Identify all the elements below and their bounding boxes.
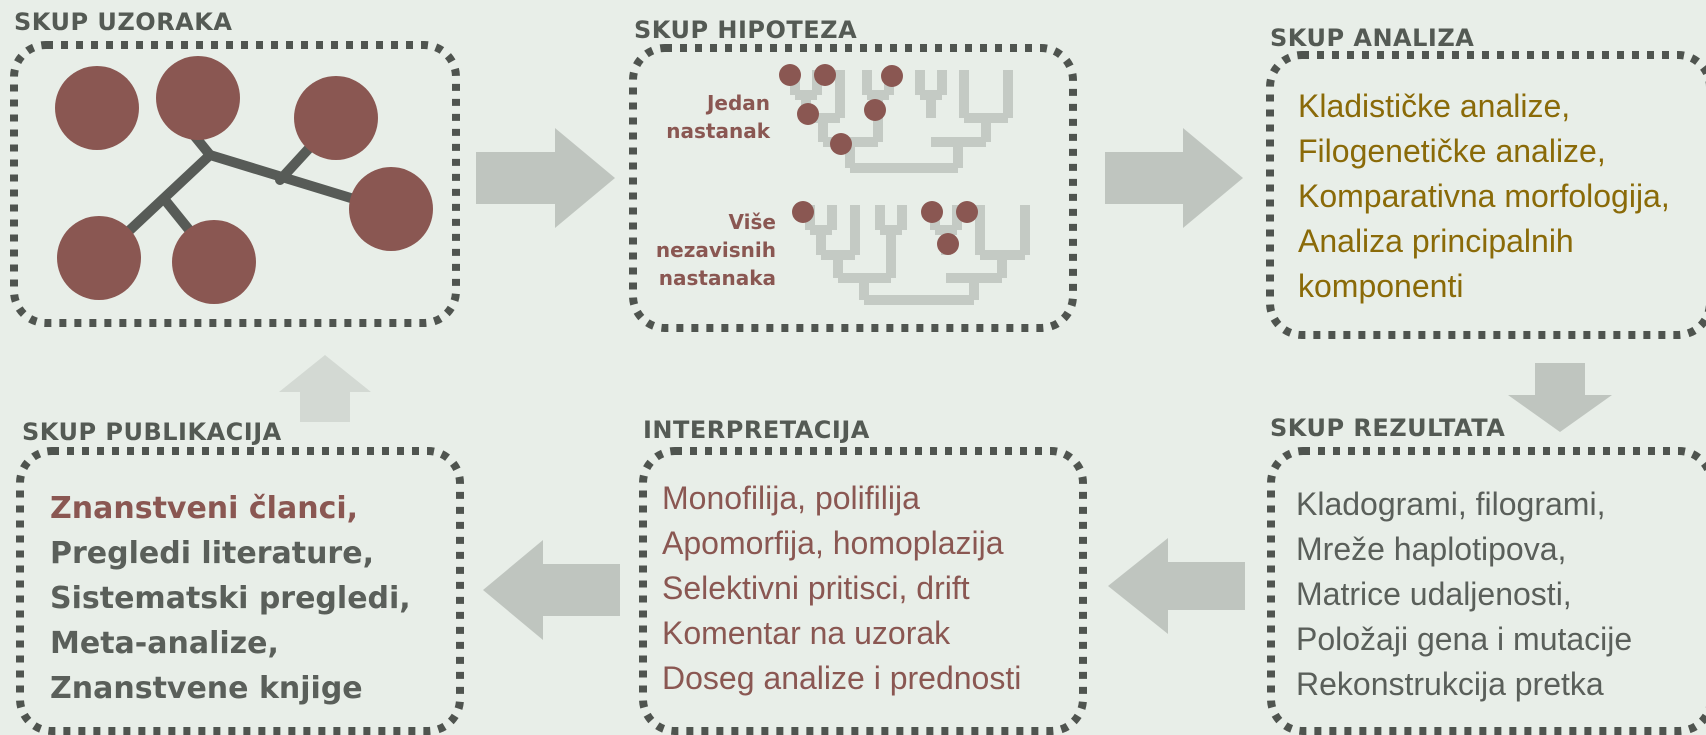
list-item: Apomorfija, homoplazija — [662, 525, 1004, 561]
list-item: Znanstvene knjige — [50, 671, 363, 706]
list-item: komponenti — [1298, 268, 1464, 304]
list-item: Monofilija, polifilija — [662, 480, 920, 516]
list-item: Kladističke analize, — [1298, 88, 1571, 124]
sample-node — [57, 216, 141, 300]
list-item: Meta-analize, — [50, 626, 279, 661]
publications-list: Znanstveni članci, Pregledi literature, … — [50, 486, 411, 711]
panel-title-publikacije: SKUP PUBLIKACIJA — [22, 418, 282, 446]
list-item: Mreže haplotipova, — [1296, 531, 1567, 567]
sample-node — [294, 76, 378, 160]
list-item: Analiza principalnih — [1298, 223, 1574, 259]
list-item: Pregledi literature, — [50, 536, 374, 571]
arrow-left-icon — [483, 540, 620, 640]
arrow-right-icon — [476, 128, 615, 228]
arrow-up-icon — [279, 355, 371, 422]
origin-node — [937, 233, 959, 255]
list-item: Filogenetičke analize, — [1298, 133, 1606, 169]
origin-node — [814, 64, 836, 86]
analysis-list: Kladističke analize, Filogenetičke anali… — [1298, 84, 1670, 309]
interpretation-list: Monofilija, polifilija Apomorfija, homop… — [662, 476, 1021, 701]
origin-node — [864, 99, 886, 121]
list-item: Komentar na uzorak — [662, 615, 951, 651]
origin-node — [956, 201, 978, 223]
tree-icon — [805, 205, 1030, 305]
list-item: Položaji gena i mutacije — [1296, 621, 1633, 657]
list-item: Kladogrami, filogrami, — [1296, 486, 1606, 522]
arrow-right-icon — [1105, 128, 1243, 228]
origin-node — [792, 201, 814, 223]
list-item: Doseg analize i prednosti — [662, 660, 1022, 696]
arrow-down-icon — [1508, 363, 1612, 432]
list-item: Sistematski pregledi, — [50, 581, 411, 616]
list-item: Komparativna morfologija, — [1298, 178, 1670, 214]
list-item: Znanstveni članci, — [50, 491, 359, 526]
list-item: Selektivni pritisci, drift — [662, 570, 970, 606]
results-list: Kladogrami, filogrami, Mreže haplotipova… — [1296, 482, 1632, 707]
hypothesis-label-single: Jedan nastanak — [666, 91, 770, 143]
hypothesis-label-multi: Više nezavisnih nastanaka — [655, 210, 776, 290]
panel-title-rezultati: SKUP REZULTATA — [1270, 414, 1506, 442]
list-item: Rekonstrukcija pretka — [1296, 666, 1604, 702]
panel-title-analize: SKUP ANALIZA — [1270, 24, 1475, 52]
sample-node — [349, 167, 433, 251]
list-item: Matrice udaljenosti, — [1296, 576, 1572, 612]
panel-title-interpretacija: INTERPRETACIJA — [643, 416, 870, 444]
origin-node — [881, 65, 903, 87]
panel-title-hipoteze: SKUP HIPOTEZA — [634, 16, 858, 44]
sample-node — [156, 56, 240, 140]
arrow-left-icon — [1108, 538, 1245, 634]
panel-title-uzorci: SKUP UZORAKA — [14, 8, 233, 36]
sample-node — [55, 66, 139, 150]
origin-node — [779, 64, 801, 86]
origin-node — [921, 201, 943, 223]
origin-node — [797, 103, 819, 125]
sample-node — [172, 220, 256, 304]
origin-node — [830, 133, 852, 155]
